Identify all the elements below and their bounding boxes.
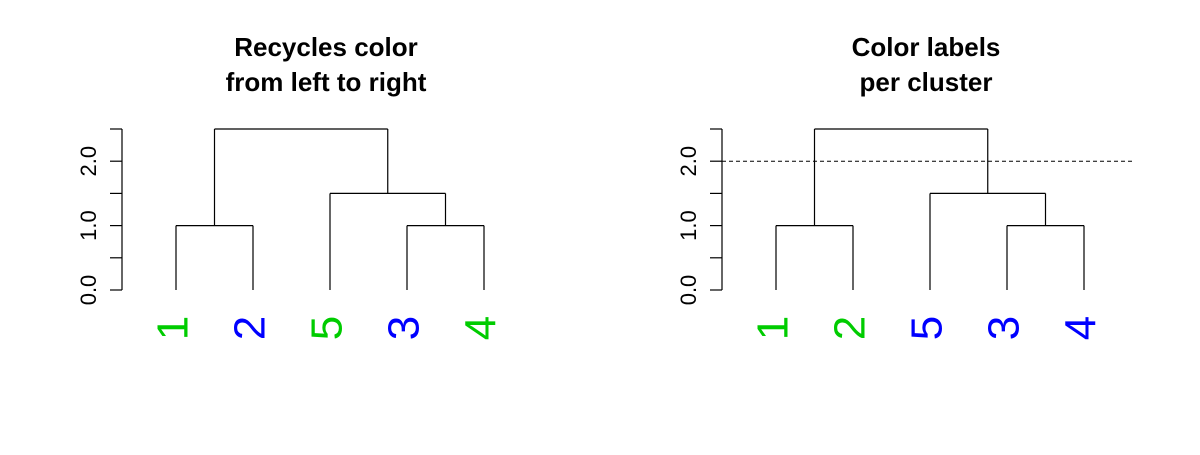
dendrogram-panel-2: Color labels per cluster 0.0 1.0 2.0 1 2 5 3 4	[676, 32, 1135, 340]
leaf-label: 3	[980, 316, 1029, 340]
y-tick-label: 1.0	[676, 210, 701, 241]
leaf-label: 5	[903, 316, 952, 340]
leaf-label: 2	[226, 316, 275, 340]
y-tick-label: 2.0	[676, 146, 701, 177]
leaf-label: 2	[826, 316, 875, 340]
leaf-label: 1	[149, 316, 198, 340]
leaf-label: 1	[749, 316, 798, 340]
y-tick-label: 2.0	[76, 146, 101, 177]
chart-title-line: from left to right	[226, 67, 427, 97]
chart-title-line: Color labels	[852, 32, 1001, 62]
y-tick-label: 0.0	[76, 275, 101, 306]
y-tick-label: 0.0	[676, 275, 701, 306]
y-tick-label: 1.0	[76, 210, 101, 241]
leaf-label: 5	[303, 316, 352, 340]
leaf-label: 4	[457, 316, 506, 340]
dendrogram-panel-1: Recycles color from left to right 0.0 1.0 2.…	[76, 32, 506, 340]
leaf-label: 3	[380, 316, 429, 340]
chart-title-line: Recycles color	[234, 32, 418, 62]
chart-title-line: per cluster	[860, 67, 993, 97]
leaf-label: 4	[1057, 316, 1106, 340]
